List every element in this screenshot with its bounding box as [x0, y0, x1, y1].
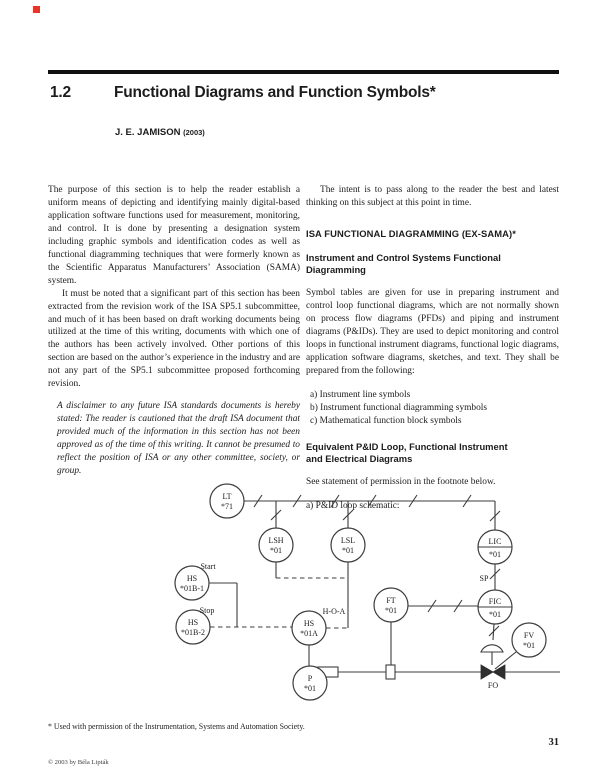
pump-bubble-p-01: P *01 [292, 665, 328, 701]
paragraph-disclaimer: A disclaimer to any future ISA standards… [57, 401, 300, 477]
start-label: Start [200, 562, 216, 571]
inline-flow-element [385, 664, 396, 680]
svg-text:P: P [308, 674, 313, 683]
instrument-bubble-hs-01b2: HS *01B-2 Stop [175, 606, 215, 645]
pid-loop-schematic-diagram: SP FO LT *71 LSH *01 [174, 483, 560, 701]
svg-text:*71: *71 [221, 502, 233, 511]
right-column: The intent is to pass along to the reade… [306, 184, 559, 513]
instrument-bubble-fic-01: FIC *01 [477, 589, 513, 625]
instrument-bubble-lt-71: LT *71 [209, 483, 245, 519]
heading-equivalent-pid-loop: Equivalent P&ID Loop, Functional Instrum… [306, 441, 559, 465]
author-year: (2003) [183, 128, 205, 137]
instrument-bubble-lsh-01: LSH *01 [258, 527, 294, 563]
page-title: Functional Diagrams and Function Symbols… [114, 84, 436, 101]
list-item-c: c) Mathematical function block symbols [310, 415, 462, 426]
author-name: J. E. JAMISON [115, 127, 181, 138]
setpoint-label: SP [480, 574, 489, 583]
svg-text:*01: *01 [304, 684, 316, 693]
paragraph-symbol-tables: Symbol tables are given for use in prepa… [306, 287, 559, 376]
svg-text:FV: FV [524, 631, 534, 640]
svg-text:*01: *01 [523, 641, 535, 650]
svg-text:HS: HS [188, 618, 198, 627]
valve-fail-open-label: FO [488, 681, 498, 690]
paragraph-intent: The intent is to pass along to the reade… [306, 185, 559, 208]
heading-equivalent-line2: and Electrical Diagrams [306, 453, 413, 465]
svg-text:LIC: LIC [489, 537, 502, 546]
svg-text:*01: *01 [342, 546, 354, 555]
svg-text:HS: HS [187, 574, 197, 583]
heading-equivalent-line1: Equivalent P&ID Loop, Functional Instrum… [306, 441, 508, 453]
svg-text:FIC: FIC [489, 597, 501, 606]
section-number: 1.2 [50, 84, 71, 101]
svg-text:*01: *01 [385, 606, 397, 615]
list-item-a: a) Instrument line symbols [310, 389, 411, 400]
svg-text:*01: *01 [489, 550, 501, 559]
svg-text:*01B-1: *01B-1 [180, 584, 204, 593]
record-indicator-dot [33, 6, 40, 13]
label-pid-loop-schematic: a) P&ID loop schematic: [306, 501, 400, 512]
instrument-bubble-hs-01b1: HS *01B-1 Start [174, 562, 216, 601]
svg-text:HS: HS [304, 619, 314, 628]
paragraph-extraction-note: It must be noted that a significant part… [48, 288, 300, 390]
instrument-bubble-lic-01: LIC *01 [477, 529, 513, 565]
svg-text:LT: LT [222, 492, 231, 501]
svg-text:LSH: LSH [268, 536, 283, 545]
svg-text:*01: *01 [489, 610, 501, 619]
author-line: J. E. JAMISON (2003) [115, 127, 205, 138]
hoa-label: H-O-A [323, 607, 346, 616]
heading-isa-functional-diagramming: ISA FUNCTIONAL DIAGRAMMING (EX-SAMA)* [306, 227, 516, 239]
list-item-b: b) Instrument functional diagramming sym… [310, 402, 488, 413]
copyright-notice: © 2003 by Béla Lipták [48, 759, 109, 766]
svg-text:FT: FT [386, 596, 395, 605]
section-divider-rule [48, 70, 559, 74]
paragraph-permission: See statement of permission in the footn… [306, 477, 496, 488]
svg-text:*01: *01 [270, 546, 282, 555]
svg-text:*01B-2: *01B-2 [181, 628, 205, 637]
footnote: * Used with permission of the Instrument… [48, 722, 305, 731]
page-number: 31 [548, 737, 560, 748]
heading-instrument-control-systems: Instrument and Control Systems Functiona… [306, 251, 501, 275]
electric-signal-slashes [253, 494, 501, 522]
symbol-list: a) Instrument line symbols b) Instrument… [306, 389, 559, 429]
instrument-bubble-hs-01a: HS *01A H-O-A [291, 607, 346, 646]
paragraph-purpose: The purpose of this section is to help t… [48, 185, 300, 286]
fv-leader-line [494, 651, 517, 670]
instrument-bubble-ft-01: FT *01 [373, 587, 409, 623]
svg-text:LSL: LSL [341, 536, 355, 545]
stop-label: Stop [200, 606, 215, 615]
control-valve-fo: FO [480, 644, 517, 690]
svg-text:*01A: *01A [300, 629, 318, 638]
instrument-bubble-lsl-01: LSL *01 [330, 527, 366, 563]
instrument-bubble-fv-01: FV *01 [511, 622, 547, 658]
left-column: The purpose of this section is to help t… [48, 184, 300, 478]
